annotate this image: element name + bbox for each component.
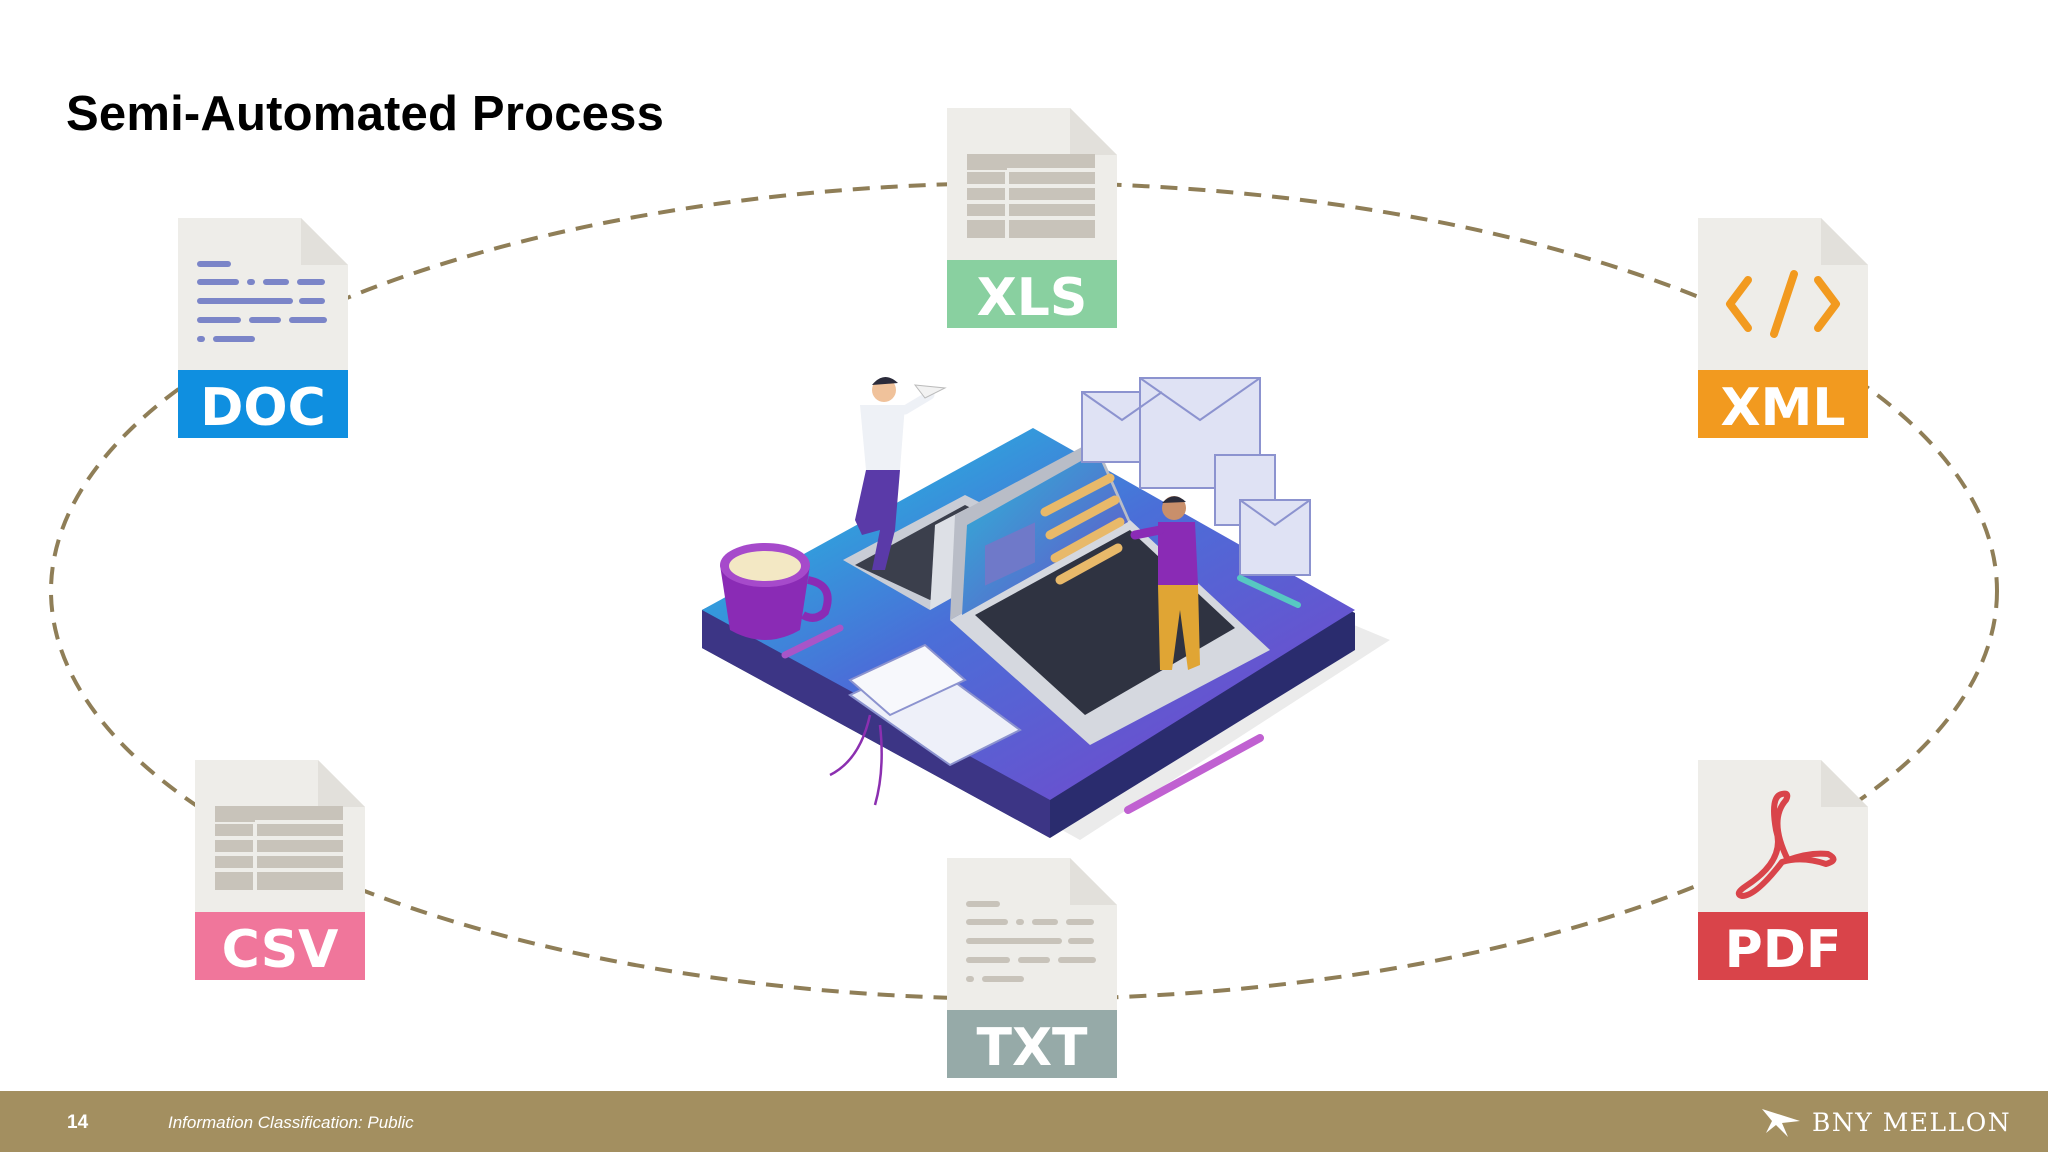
txt-file-icon (947, 858, 1117, 1078)
pdf-file-icon (1698, 760, 1868, 980)
doc-label: DOC (200, 378, 326, 438)
svg-text:TXT: TXT (976, 1018, 1088, 1078)
bny-mellon-bird-icon (1762, 1109, 1800, 1137)
svg-text:DOC: DOC (200, 378, 326, 438)
csv-file-icon (195, 760, 365, 980)
process-diagram: DOC XLS XML CSV TXT PDF (49, 108, 1999, 1078)
brand-name: BNY MELLON (1812, 1107, 2012, 1137)
isometric-office-workers-illustration (702, 376, 1390, 840)
xls-label: XLS (977, 268, 1088, 328)
classification-text: Information Classification: Public (168, 1113, 414, 1132)
pdf-label: PDF (1725, 920, 1842, 980)
page-number: 14 (67, 1112, 89, 1133)
svg-text:CSV: CSV (222, 920, 339, 980)
svg-text:PDF: PDF (1725, 920, 1842, 980)
svg-text:XML: XML (1721, 378, 1846, 438)
csv-label: CSV (222, 920, 339, 980)
txt-label: TXT (976, 1018, 1088, 1078)
doc-file-icon (178, 218, 348, 438)
svg-text:XLS: XLS (977, 268, 1088, 328)
slide-title: Semi-Automated Process (66, 87, 665, 141)
xml-file-icon (1698, 218, 1868, 438)
xls-file-icon (947, 108, 1117, 328)
xml-label: XML (1721, 378, 1846, 438)
footer-bar: 14 Information Classification: Public BN… (0, 1091, 2048, 1152)
brand-logo: BNY MELLON (1762, 1105, 2011, 1139)
